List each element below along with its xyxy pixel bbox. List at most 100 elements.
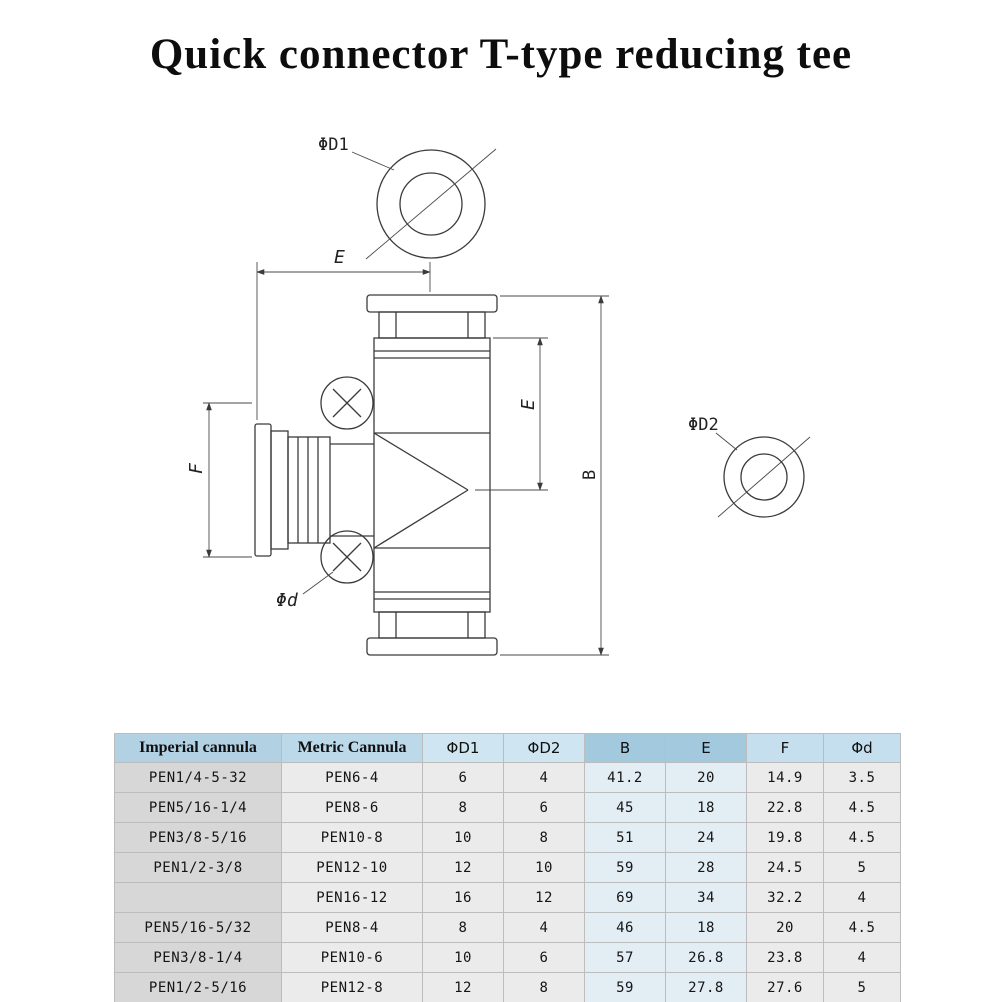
table-cell: 45 bbox=[584, 792, 666, 823]
table-cell: 6 bbox=[422, 762, 504, 793]
table-cell bbox=[114, 882, 282, 913]
table-cell: PEN10-6 bbox=[281, 942, 423, 973]
dim-label-d2: ΦD2 bbox=[688, 415, 719, 435]
page-title: Quick connector T-type reducing tee bbox=[149, 31, 853, 78]
release-collar-upper bbox=[320, 376, 374, 430]
table-cell: PEN5/16-1/4 bbox=[114, 792, 282, 823]
table-cell: PEN8-4 bbox=[281, 912, 423, 943]
table-cell: 4 bbox=[503, 912, 585, 943]
table-cell: 51 bbox=[584, 822, 666, 853]
table-cell: 14.9 bbox=[746, 762, 824, 793]
table-cell: 23.8 bbox=[746, 942, 824, 973]
table-cell: 20 bbox=[746, 912, 824, 943]
dim-label-e-right: E bbox=[518, 399, 539, 410]
table-cell: 6 bbox=[503, 942, 585, 973]
dimension-d-small: Φd bbox=[276, 571, 334, 611]
dimension-b: B bbox=[500, 295, 609, 656]
dimension-e-top: E bbox=[256, 247, 431, 420]
table-cell: 8 bbox=[503, 972, 585, 1002]
table-cell: 3.5 bbox=[823, 762, 901, 793]
table-cell: 34 bbox=[665, 882, 747, 913]
table-cell: PEN5/16-5/32 bbox=[114, 912, 282, 943]
table-cell: 46 bbox=[584, 912, 666, 943]
table-cell: 10 bbox=[422, 942, 504, 973]
column-header-5: E bbox=[665, 733, 747, 763]
table-cell: 24.5 bbox=[746, 852, 824, 883]
dim-label-f: F bbox=[186, 462, 207, 474]
table-cell: 20 bbox=[665, 762, 747, 793]
table-cell: 4.5 bbox=[823, 822, 901, 853]
side-port-end-view: ΦD2 bbox=[688, 415, 811, 518]
column-header-0: Imperial cannula bbox=[114, 733, 282, 763]
table-cell: 57 bbox=[584, 942, 666, 973]
table-cell: 8 bbox=[422, 792, 504, 823]
table-cell: 4.5 bbox=[823, 912, 901, 943]
table-cell: 8 bbox=[503, 822, 585, 853]
table-cell: 22.8 bbox=[746, 792, 824, 823]
dim-label-e-top: E bbox=[334, 247, 345, 268]
table-cell: 12 bbox=[503, 882, 585, 913]
table-cell: 18 bbox=[665, 792, 747, 823]
top-port-end-view: ΦD1 bbox=[318, 135, 497, 260]
column-header-6: F bbox=[746, 733, 824, 763]
table-cell: 69 bbox=[584, 882, 666, 913]
table-cell: PEN12-8 bbox=[281, 972, 423, 1002]
table-cell: PEN8-6 bbox=[281, 792, 423, 823]
release-collar-lower bbox=[320, 530, 374, 584]
table-cell: 59 bbox=[584, 852, 666, 883]
table-cell: 24 bbox=[665, 822, 747, 853]
table-cell: 10 bbox=[422, 822, 504, 853]
dim-label-d1: ΦD1 bbox=[318, 135, 349, 155]
table-cell: 59 bbox=[584, 972, 666, 1002]
table-cell: 18 bbox=[665, 912, 747, 943]
table-cell: 19.8 bbox=[746, 822, 824, 853]
table-cell: 26.8 bbox=[665, 942, 747, 973]
table-cell: 12 bbox=[422, 852, 504, 883]
fitting-body bbox=[366, 294, 498, 656]
table-cell: 41.2 bbox=[584, 762, 666, 793]
table-cell: PEN16-12 bbox=[281, 882, 423, 913]
table-cell: PEN1/4-5-32 bbox=[114, 762, 282, 793]
table-cell: PEN3/8-5/16 bbox=[114, 822, 282, 853]
table-cell: 5 bbox=[823, 852, 901, 883]
column-header-1: Metric Cannula bbox=[281, 733, 423, 763]
table-cell: PEN12-10 bbox=[281, 852, 423, 883]
column-header-2: ΦD1 bbox=[422, 733, 504, 763]
table-cell: 16 bbox=[422, 882, 504, 913]
column-header-7: Φd bbox=[823, 733, 901, 763]
dimension-e-right: E bbox=[475, 337, 548, 491]
table-cell: PEN10-8 bbox=[281, 822, 423, 853]
side-branch bbox=[254, 423, 374, 557]
table-cell: 32.2 bbox=[746, 882, 824, 913]
table-cell: 4 bbox=[823, 882, 901, 913]
table-cell: 10 bbox=[503, 852, 585, 883]
table-cell: 27.8 bbox=[665, 972, 747, 1002]
table-cell: 5 bbox=[823, 972, 901, 1002]
table-cell: 27.6 bbox=[746, 972, 824, 1002]
table-cell: 4.5 bbox=[823, 792, 901, 823]
table-cell: PEN3/8-1/4 bbox=[114, 942, 282, 973]
table-cell: PEN1/2-3/8 bbox=[114, 852, 282, 883]
dimension-f: F bbox=[186, 402, 252, 558]
table-cell: 28 bbox=[665, 852, 747, 883]
table-cell: 12 bbox=[422, 972, 504, 1002]
table-cell: 4 bbox=[503, 762, 585, 793]
table-cell: 8 bbox=[422, 912, 504, 943]
dim-label-d-small: Φd bbox=[276, 590, 299, 611]
table-cell: 4 bbox=[823, 942, 901, 973]
table-cell: 6 bbox=[503, 792, 585, 823]
